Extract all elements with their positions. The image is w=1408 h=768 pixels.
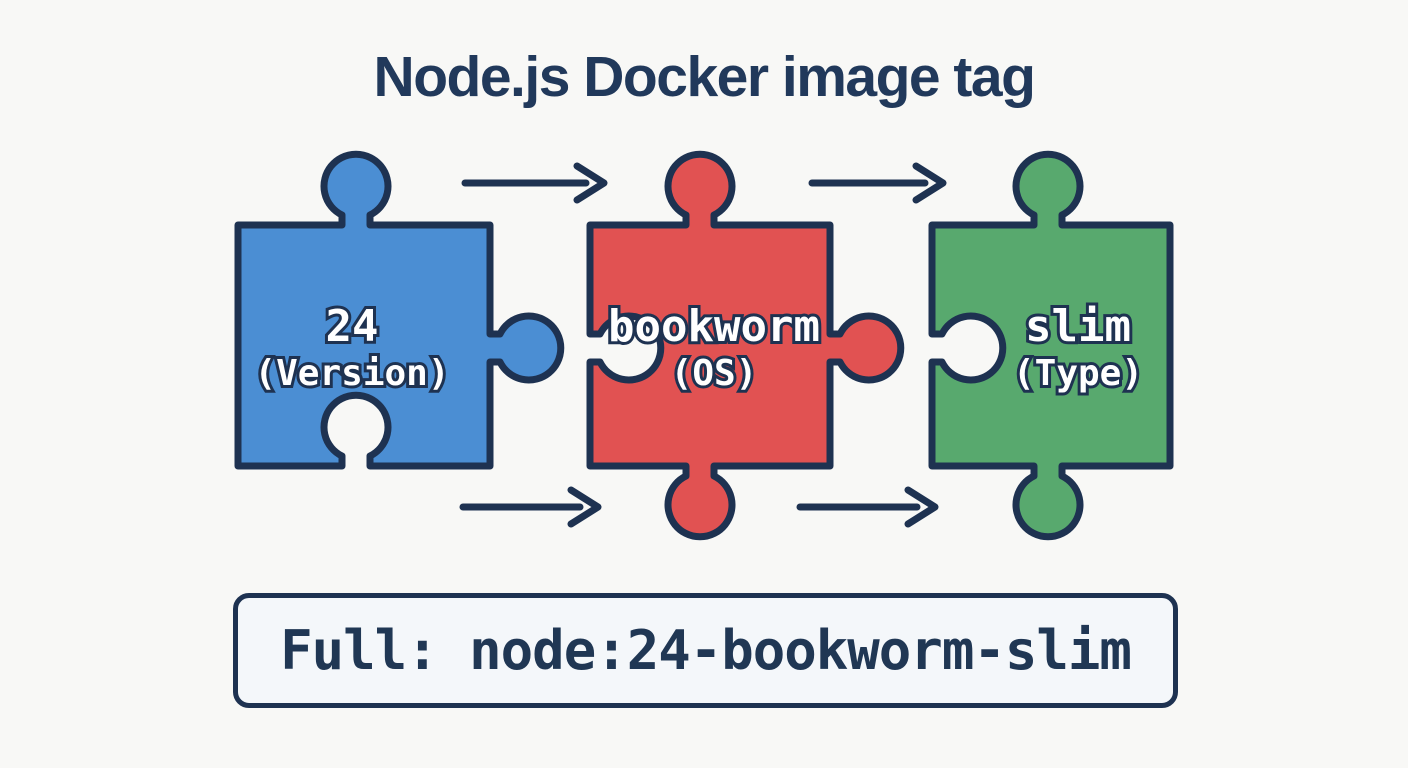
arrow-right-icon-top-right (808, 162, 947, 204)
os-label: (OS) (671, 353, 758, 394)
puzzle-piece-type-shape (928, 150, 1174, 541)
puzzle-piece-os: bookworm (OS) (586, 150, 905, 541)
page-title: Node.js Docker image tag (373, 45, 1036, 109)
puzzle-piece-version-shape (234, 150, 565, 470)
arrow-right-icon-top-left (461, 162, 608, 204)
os-value: bookworm (608, 301, 820, 352)
type-value: slim (1025, 301, 1131, 352)
full-tag-text: Full: node:24-bookworm-slim (280, 619, 1132, 682)
arrow-right-icon-bottom-right (796, 486, 939, 528)
version-value: 24 (326, 301, 379, 352)
puzzle-piece-version: 24 (Version) (234, 150, 565, 470)
arrow-right-icon-bottom-left (459, 486, 602, 528)
puzzle-piece-type: slim (Type) (928, 150, 1174, 541)
version-label: (Version) (254, 353, 449, 394)
puzzle-piece-os-shape (586, 150, 905, 541)
type-label: (Type) (1013, 353, 1143, 394)
full-tag-box: Full: node:24-bookworm-slim (233, 593, 1178, 708)
